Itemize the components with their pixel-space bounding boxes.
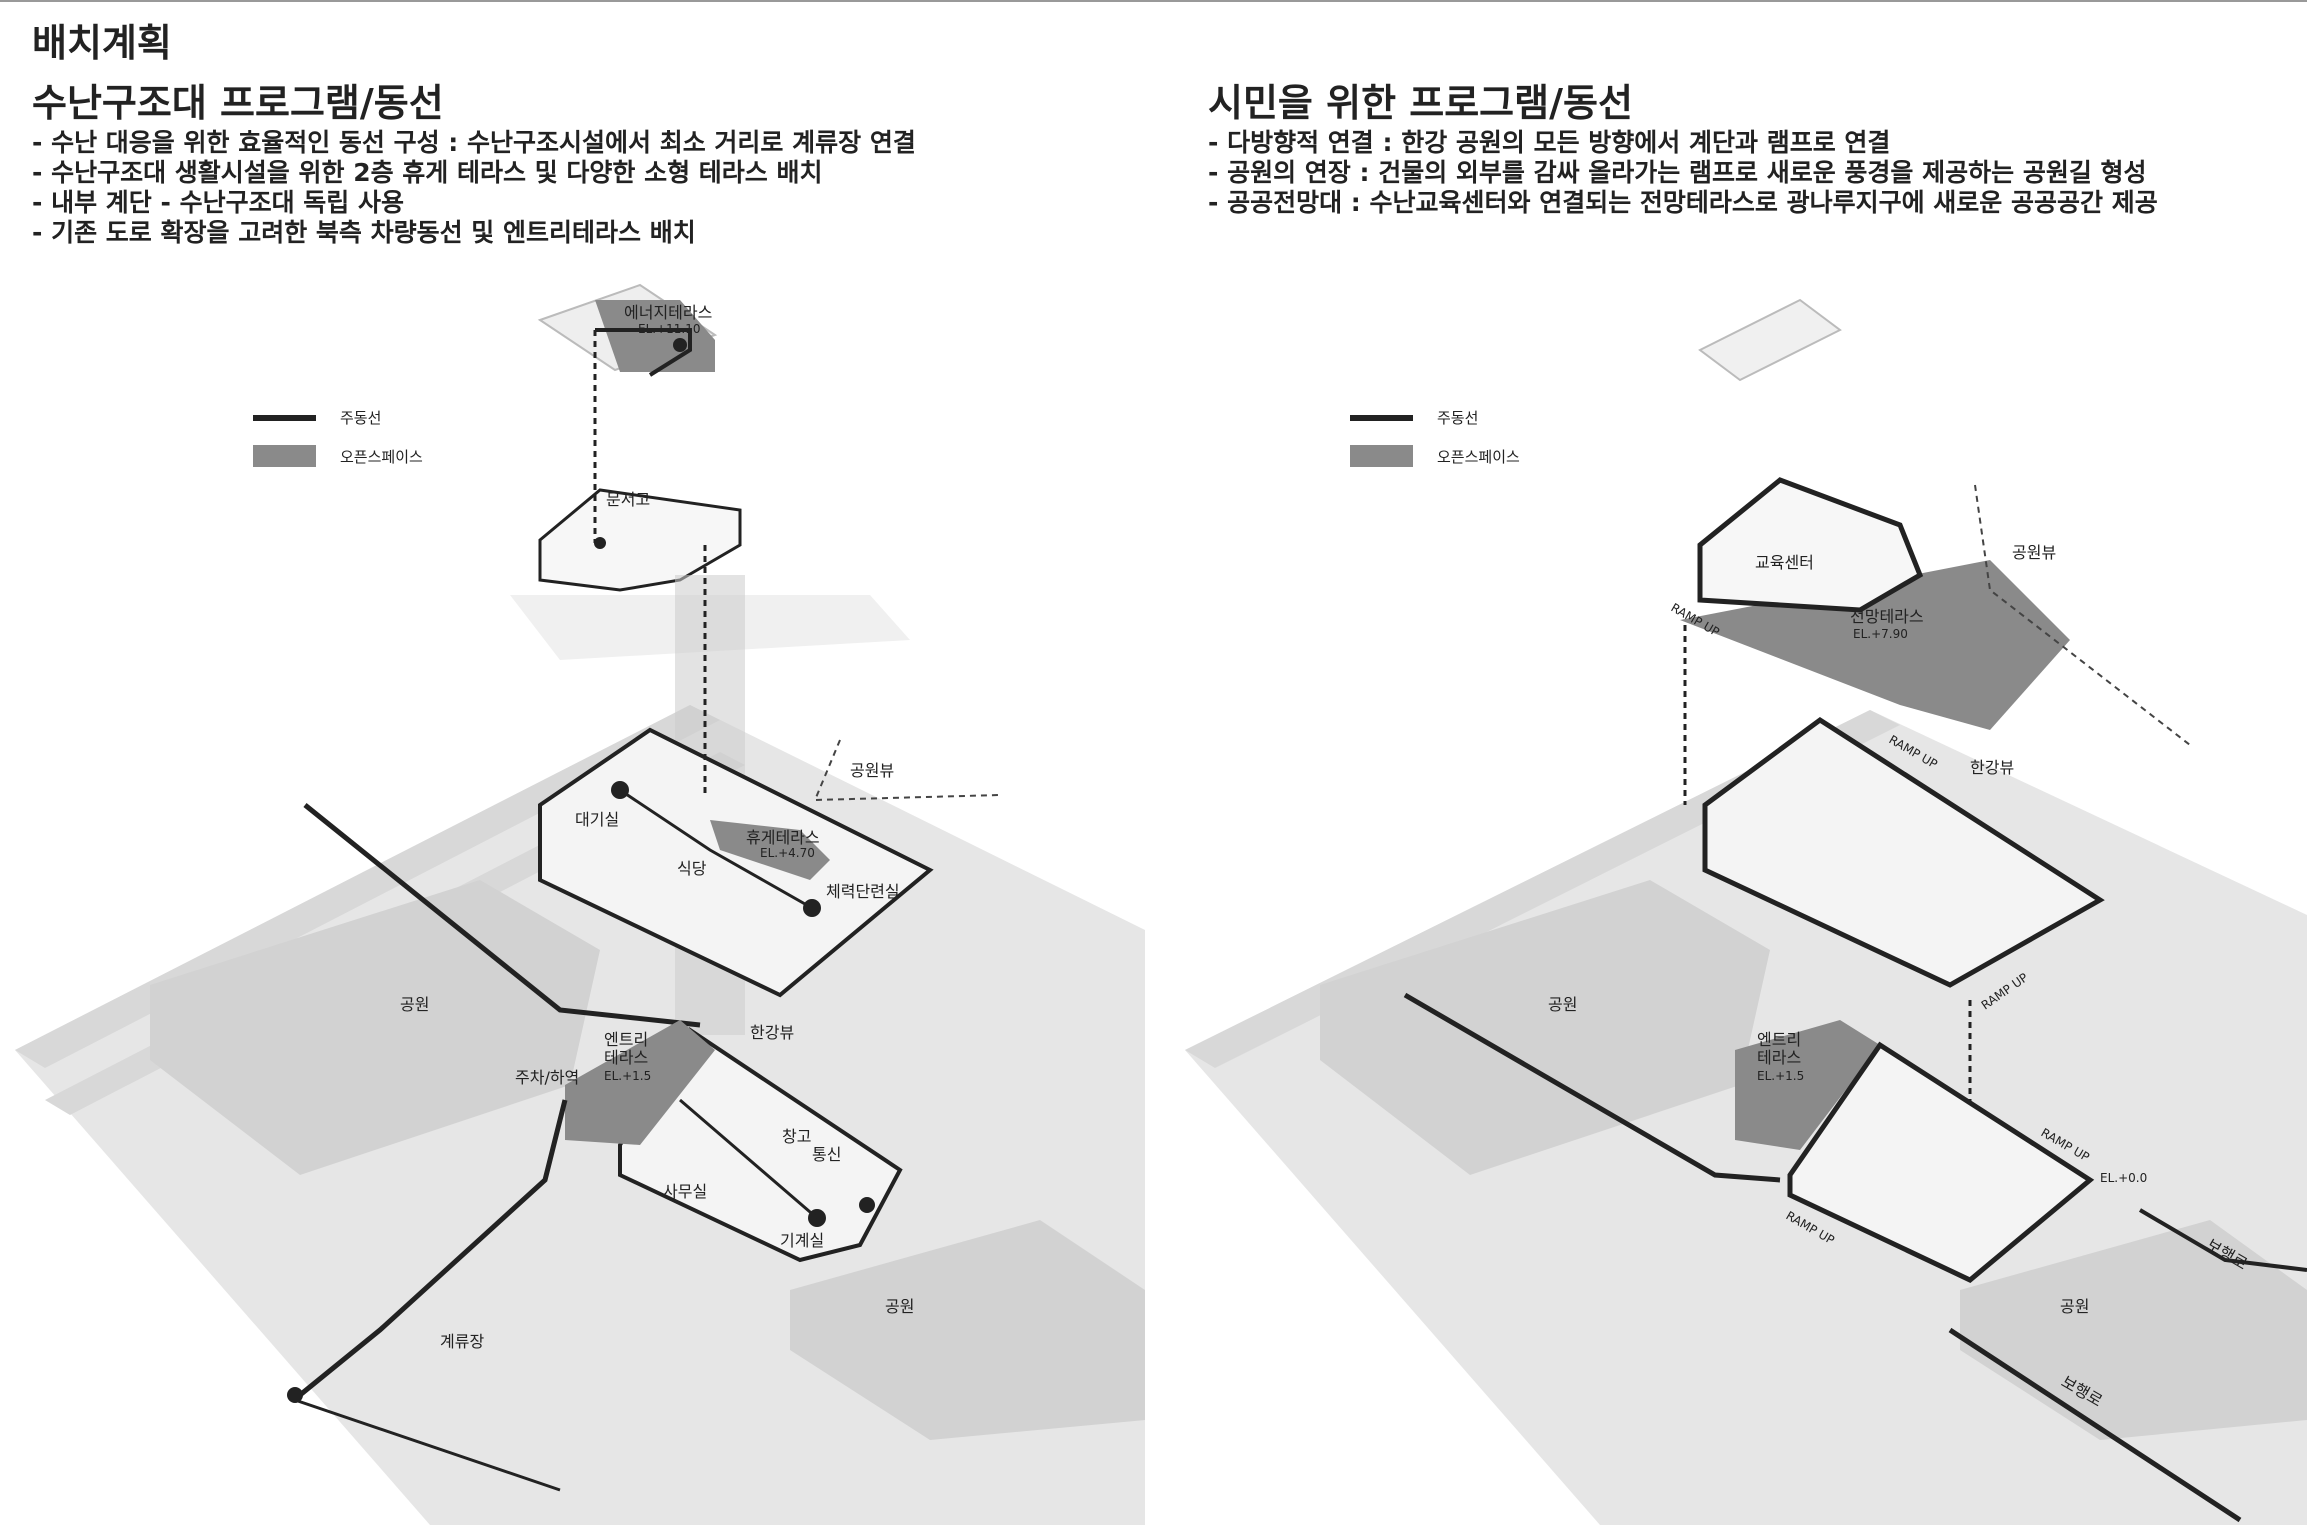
- mooring-label: 계류장: [440, 1332, 484, 1351]
- park-view-label: 공원뷰: [2012, 543, 2056, 562]
- parking-label: 주차/하역: [515, 1068, 579, 1087]
- left-park-east-area: [790, 1220, 1145, 1440]
- park-west-label: 공원: [1548, 995, 1577, 1014]
- park-west-label: 공원: [400, 995, 429, 1014]
- north-vehicle-path: [303, 803, 701, 1028]
- left-diagram: 주동선 오픈스페이스 에너지테라스 EL.+11.10 문서고 대기실 휴게테라…: [15, 283, 1145, 1525]
- left-section-title: 수난구조대 프로그램/동선: [32, 81, 444, 125]
- legend-open-space-swatch: [1350, 445, 1413, 467]
- observation-terrace-label: 전망테라스: [1850, 607, 1924, 626]
- right-diagram: 주동선 오픈스페이스 교육센터 전망테라스 EL.+7.90 공원뷰 RAMP …: [1185, 298, 2307, 1525]
- left-bullet: - 기존 도로 확장을 고려한 북측 차량동선 및 엔트리테라스 배치: [32, 218, 696, 247]
- entry-terrace-label-2: 테라스: [604, 1048, 648, 1067]
- right-second-floor: [1702, 716, 2105, 988]
- office-label: 사무실: [663, 1182, 707, 1201]
- right-north-path: [1403, 992, 1781, 1183]
- cafeteria-label: 식당: [677, 859, 707, 878]
- archive-label: 문서고: [606, 490, 650, 509]
- ground-el-label: EL.+0.0: [2100, 1171, 2147, 1185]
- archive-floor: [538, 488, 742, 592]
- left-bullet: - 내부 계단 - 수난구조대 독립 사용: [32, 188, 404, 217]
- right-first-floor: [1787, 1041, 2095, 1283]
- machine-room-label: 기계실: [780, 1231, 824, 1250]
- legend-main-line-label: 주동선: [340, 409, 381, 427]
- observation-terrace-el: EL.+7.90: [1853, 627, 1908, 641]
- left-bullet: - 수난구조대 생활시설을 위한 2층 휴게 테라스 및 다양한 소형 테라스 …: [32, 158, 823, 187]
- right-bullet: - 다방향적 연결 : 한강 공원의 모든 방향에서 계단과 램프로 연결: [1208, 128, 1891, 157]
- right-bullet: - 공원의 연장 : 건물의 외부를 감싸 올라가는 램프로 새로운 풍경을 제…: [1208, 158, 2147, 187]
- energy-terrace-path: [595, 328, 692, 377]
- park-view-sightline: [813, 739, 1001, 802]
- office-node: [859, 1197, 875, 1213]
- entry-terrace-area: [565, 1020, 715, 1145]
- entry-terrace-label-2: 테라스: [1757, 1048, 1801, 1067]
- right-roof: [1698, 298, 1842, 382]
- storage-label: 창고: [782, 1127, 811, 1146]
- top-rule: [0, 0, 2307, 2]
- energy-terrace-label: 에너지테라스: [624, 303, 712, 322]
- legend-open-space-label: 오픈스페이스: [1437, 448, 1520, 466]
- right-park-west-area: [1320, 880, 1770, 1175]
- park-east-label: 공원: [885, 1297, 914, 1316]
- entry-terrace-label: 엔트리: [1757, 1030, 1801, 1049]
- entry-terrace-el: EL.+1.5: [1757, 1069, 1804, 1083]
- mooring-node: [287, 1387, 303, 1403]
- park-south-label: 공원: [2060, 1297, 2089, 1316]
- legend-open-space-swatch: [253, 445, 316, 467]
- entry-terrace-label: 엔트리: [604, 1030, 648, 1049]
- right-south-walkway: [1948, 1327, 2242, 1523]
- han-river-view-label: 한강뷰: [1970, 758, 2014, 777]
- energy-node: [673, 338, 687, 352]
- rest-terrace-el: EL.+4.70: [760, 846, 815, 860]
- right-section-title: 시민을 위한 프로그램/동선: [1208, 81, 1633, 125]
- right-entry-terrace-area: [1735, 1020, 1880, 1150]
- edu-center-floor: [1697, 477, 1924, 613]
- waiting-room-label: 대기실: [575, 810, 619, 829]
- rest-terrace-label: 휴게테라스: [746, 828, 820, 847]
- mooring-path: [298, 1099, 568, 1397]
- edu-center-label: 교육센터: [1755, 553, 1814, 572]
- gym-label: 체력단련실: [826, 882, 900, 901]
- park-view-sightline: [1974, 484, 2191, 746]
- page-title: 배치계획: [32, 21, 172, 65]
- left-bullet-list: - 수난 대응을 위한 효율적인 동선 구성 : 수난구조시설에서 최소 거리로…: [32, 128, 916, 248]
- right-bullet: - 공공전망대 : 수난교육센터와 연결되는 전망테라스로 광나루지구에 새로운…: [1208, 188, 2158, 217]
- right-bullet-list: - 다방향적 연결 : 한강 공원의 모든 방향에서 계단과 램프로 연결 - …: [1208, 128, 2158, 218]
- entry-terrace-el: EL.+1.5: [604, 1069, 651, 1083]
- legend-open-space-label: 오픈스페이스: [340, 448, 423, 466]
- right-east-walkway: [2138, 1208, 2307, 1272]
- legend-main-line-label: 주동선: [1437, 409, 1478, 427]
- right-park-south-area: [1960, 1220, 2307, 1440]
- second-floor-path: [619, 788, 813, 910]
- comms-label: 통신: [812, 1145, 841, 1164]
- rest-terrace-area: [710, 820, 830, 880]
- left-bullet: - 수난 대응을 위한 효율적인 동선 구성 : 수난구조시설에서 최소 거리로…: [32, 128, 916, 157]
- han-river-view-label: 한강뷰: [750, 1023, 794, 1042]
- archive-node: [594, 537, 606, 549]
- first-floor-path: [679, 1098, 818, 1220]
- park-view-label: 공원뷰: [850, 761, 894, 780]
